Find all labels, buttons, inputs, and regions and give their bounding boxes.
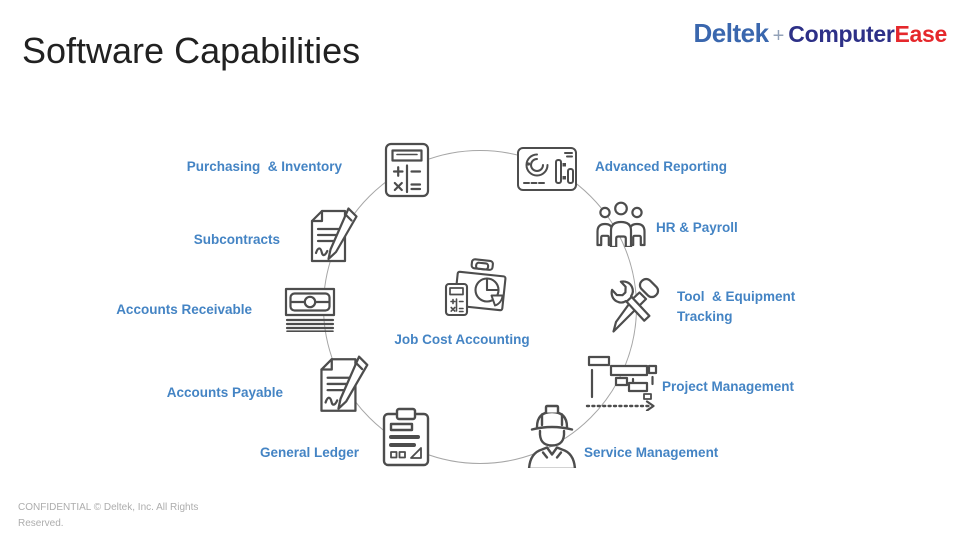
clipboard-checklist-icon (382, 407, 430, 467)
label-job-cost-accounting: Job Cost Accounting (394, 332, 530, 347)
plus-sign: + (772, 25, 785, 47)
report-dashboard-icon (517, 147, 577, 191)
computerease-logo-ease: Ease (894, 21, 947, 47)
label-general-ledger: General Ledger (259, 445, 359, 460)
label-project-management: Project Management (662, 379, 795, 394)
label-hr-payroll: HR & Payroll (656, 220, 738, 235)
gantt-chart-icon (585, 355, 658, 411)
calculator-icon (384, 142, 430, 198)
job-cost-folder-icon (444, 258, 507, 317)
construction-worker-icon (527, 404, 577, 468)
computerease-logo-computer: Computer (788, 21, 895, 47)
confidential-footer: CONFIDENTIAL © Deltek, Inc. All Rights R… (18, 502, 199, 529)
label-accounts-payable: Accounts Payable (166, 385, 283, 400)
banknote-icon (284, 287, 336, 332)
deltek-logo-text: Deltek (693, 18, 770, 48)
deltek-computerease-logo: Deltek+ComputerEase (693, 18, 948, 49)
label-purchasing-inventory: Purchasing & Inventory (186, 159, 342, 174)
page-title: Software Capabilities (22, 30, 361, 71)
team-people-icon (596, 201, 646, 247)
label-advanced-reporting: Advanced Reporting (595, 159, 728, 174)
label-tool-equipment-tracking: Tool & Equipment Tracking (677, 289, 796, 324)
signed-document-icon (310, 207, 358, 263)
crossed-tools-icon (610, 277, 660, 333)
signed-document-icon (320, 355, 369, 412)
label-accounts-receivable: Accounts Receivable (116, 302, 252, 317)
label-subcontracts: Subcontracts (193, 232, 280, 247)
label-service-management: Service Management (584, 445, 719, 460)
